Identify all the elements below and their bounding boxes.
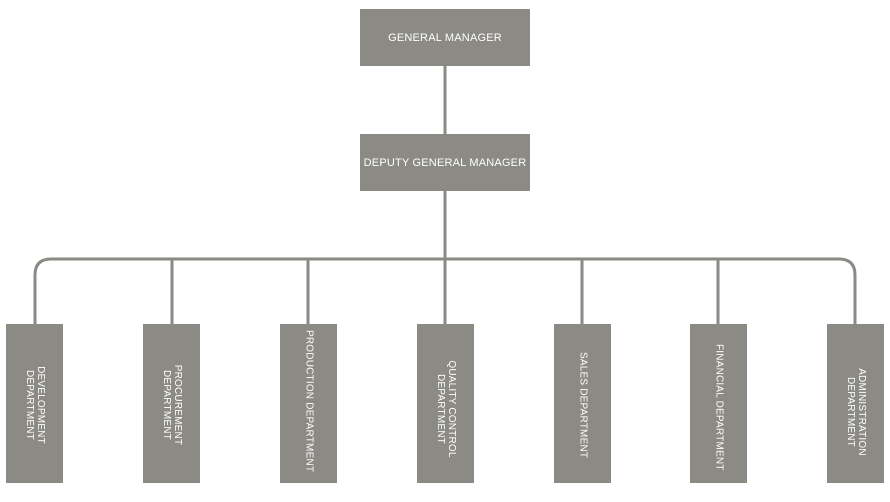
department-box-production: PRODUCTION DEPARTMENT bbox=[280, 324, 337, 483]
department-label-production: PRODUCTION DEPARTMENT bbox=[303, 330, 314, 473]
department-label-development: DEVELOPMENT DEPARTMENT bbox=[23, 366, 46, 444]
department-label-sales: SALES DEPARTMENT bbox=[577, 352, 588, 459]
department-box-financial: FINANCIAL DEPARTMENT bbox=[690, 324, 747, 483]
department-box-administration: ADMINISTRATION DEPARTMENT bbox=[827, 324, 884, 483]
deputy-general-manager-box: DEPUTY GENERAL MANAGER bbox=[360, 134, 530, 191]
department-box-sales: SALES DEPARTMENT bbox=[554, 324, 611, 483]
department-box-procurement: PROCUREMENT DEPARTMENT bbox=[143, 324, 200, 483]
department-label-administration: ADMINISTRATION DEPARTMENT bbox=[844, 368, 867, 456]
department-label-procurement: PROCUREMENT DEPARTMENT bbox=[160, 364, 183, 446]
department-box-development: DEVELOPMENT DEPARTMENT bbox=[6, 324, 63, 483]
general-manager-label: GENERAL MANAGER bbox=[388, 31, 502, 44]
general-manager-box: GENERAL MANAGER bbox=[360, 9, 530, 66]
department-label-financial: FINANCIAL DEPARTMENT bbox=[713, 344, 724, 471]
deputy-general-manager-label: DEPUTY GENERAL MANAGER bbox=[363, 156, 527, 169]
department-box-quality-control: QUALITY CONTROL DEPARTMENT bbox=[417, 324, 474, 483]
department-label-quality-control: QUALITY CONTROL DEPARTMENT bbox=[434, 360, 457, 458]
